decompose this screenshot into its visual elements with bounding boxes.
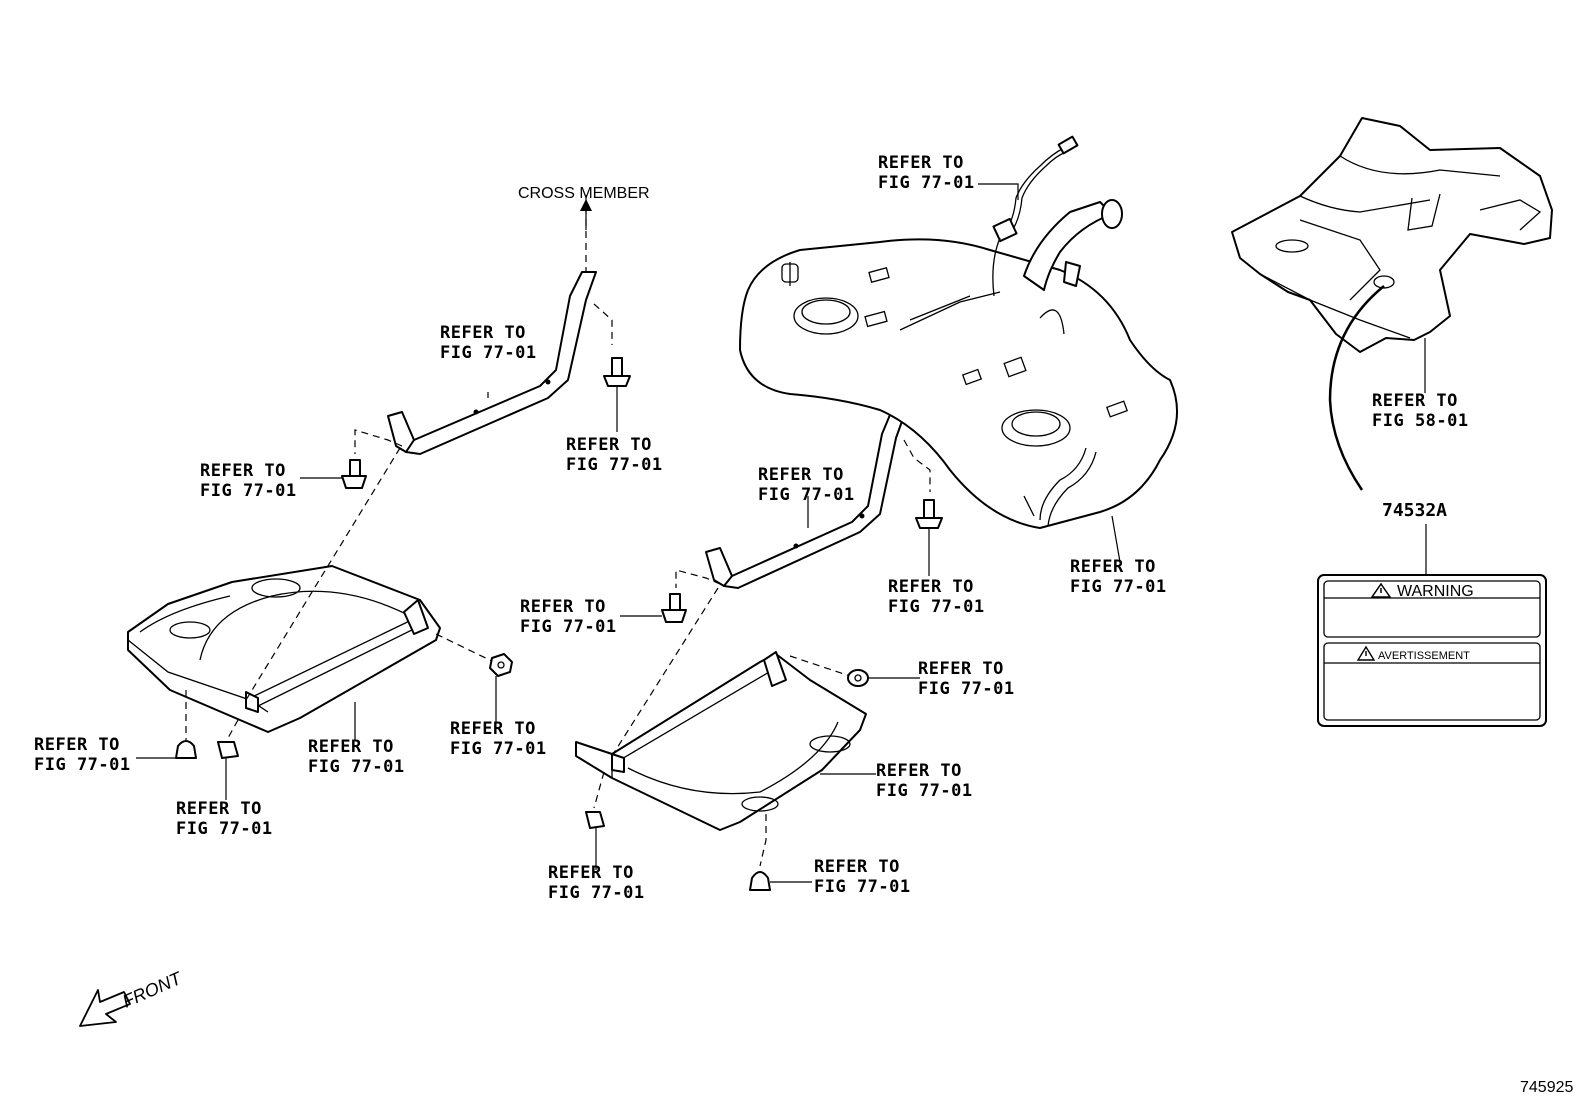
svg-text:REFER TO: REFER TO [876, 761, 962, 781]
svg-text:REFER TO: REFER TO [888, 577, 974, 597]
svg-text:FIG 77-01: FIG 77-01 [758, 485, 855, 505]
left-cover-clip-a [175, 740, 197, 759]
callout-center-band-front-bolt: REFER TO FIG 77-01 [520, 597, 617, 637]
center-band-front-bolt [661, 593, 687, 623]
svg-text:FIG 77-01: FIG 77-01 [34, 755, 131, 775]
svg-text:REFER TO: REFER TO [1070, 557, 1156, 577]
center-tank-band [705, 409, 907, 589]
svg-text:REFER TO: REFER TO [566, 435, 652, 455]
floor-pan [1231, 117, 1553, 353]
left-cover-nut [489, 653, 513, 677]
cross-member-label: CROSS MEMBER [518, 185, 650, 202]
callout-left-band-front-bolt: REFER TO FIG 77-01 [200, 461, 297, 501]
svg-text:REFER TO: REFER TO [758, 465, 844, 485]
svg-text:FIG 77-01: FIG 77-01 [814, 877, 911, 897]
svg-text:FIG 58-01: FIG 58-01 [1372, 411, 1469, 431]
callout-left-cover-clip-a: REFER TO FIG 77-01 [34, 735, 131, 775]
front-label: FRONT [119, 967, 186, 1011]
callout-left-cover: REFER TO FIG 77-01 [308, 737, 405, 777]
svg-text:FIG 77-01: FIG 77-01 [876, 781, 973, 801]
svg-text:REFER TO: REFER TO [450, 719, 536, 739]
callout-floor-pan: REFER TO FIG 58-01 [1372, 391, 1469, 431]
center-band-rear-bolt [915, 499, 943, 529]
avertissement-text: AVERTISSEMENT [1378, 650, 1470, 662]
svg-text:REFER TO: REFER TO [878, 153, 964, 173]
left-band-front-bolt [341, 459, 367, 489]
callout-left-band: REFER TO FIG 77-01 [440, 323, 537, 363]
fuel-tank [739, 238, 1179, 529]
left-cover-clip-b [217, 741, 239, 759]
callout-left-band-rear-bolt: REFER TO FIG 77-01 [566, 435, 663, 475]
callout-center-band: REFER TO FIG 77-01 [758, 465, 855, 505]
svg-text:REFER TO: REFER TO [814, 857, 900, 877]
svg-text:FIG 77-01: FIG 77-01 [918, 679, 1015, 699]
svg-text:FIG 77-01: FIG 77-01 [440, 343, 537, 363]
svg-text:CROSS MEMBER: CROSS MEMBER [518, 185, 650, 202]
left-under-cover [127, 565, 441, 733]
callout-pump-harness: REFER TO FIG 77-01 [878, 153, 975, 193]
svg-text:REFER TO: REFER TO [520, 597, 606, 617]
svg-text:REFER TO: REFER TO [440, 323, 526, 343]
callout-center-cover-clip-a: REFER TO FIG 77-01 [548, 863, 645, 903]
callout-left-cover-clip-b: REFER TO FIG 77-01 [176, 799, 273, 839]
svg-text:FIG 77-01: FIG 77-01 [520, 617, 617, 637]
warning-text: WARNING [1397, 583, 1474, 600]
svg-text:FIG 77-01: FIG 77-01 [566, 455, 663, 475]
svg-text:FIG 77-01: FIG 77-01 [450, 739, 547, 759]
left-band-rear-bolt [603, 357, 631, 387]
callout-center-cover-nut: REFER TO FIG 77-01 [918, 659, 1015, 699]
callout-center-cover-clip-b: REFER TO FIG 77-01 [814, 857, 911, 897]
callout-fuel-tank: REFER TO FIG 77-01 [1070, 557, 1167, 597]
svg-text:REFER TO: REFER TO [918, 659, 1004, 679]
svg-text:REFER TO: REFER TO [308, 737, 394, 757]
svg-text:FIG 77-01: FIG 77-01 [176, 819, 273, 839]
svg-text:FIG 77-01: FIG 77-01 [548, 883, 645, 903]
callout-left-cover-nut: REFER TO FIG 77-01 [450, 719, 547, 759]
warning-label: WARNING AVERTISSEMENT [1317, 574, 1547, 727]
center-cover-clip-b [749, 871, 771, 891]
figure-number: 745925 [1520, 1079, 1573, 1096]
center-cover-clip-a [585, 811, 605, 829]
svg-text:FIG 77-01: FIG 77-01 [888, 597, 985, 617]
pump-harness [992, 135, 1079, 297]
warning-triangle-icon [1370, 582, 1392, 598]
center-under-cover [575, 651, 867, 831]
svg-text:FIG 77-01: FIG 77-01 [308, 757, 405, 777]
part-number-label: 74532A [1382, 500, 1447, 521]
svg-text:REFER TO: REFER TO [548, 863, 634, 883]
svg-text:REFER TO: REFER TO [1372, 391, 1458, 411]
center-cover-nut [847, 669, 869, 687]
callout-center-band-rear-bolt: REFER TO FIG 77-01 [888, 577, 985, 617]
svg-text:REFER TO: REFER TO [34, 735, 120, 755]
svg-text:REFER TO: REFER TO [176, 799, 262, 819]
svg-text:FIG 77-01: FIG 77-01 [200, 481, 297, 501]
callout-center-cover: REFER TO FIG 77-01 [876, 761, 973, 801]
front-arrow-icon [79, 989, 131, 1027]
left-tank-band [387, 271, 597, 455]
filler-neck [1023, 199, 1123, 291]
avertissement-triangle-icon [1356, 645, 1376, 661]
svg-text:FIG 77-01: FIG 77-01 [1070, 577, 1167, 597]
svg-text:REFER TO: REFER TO [200, 461, 286, 481]
svg-text:FIG 77-01: FIG 77-01 [878, 173, 975, 193]
